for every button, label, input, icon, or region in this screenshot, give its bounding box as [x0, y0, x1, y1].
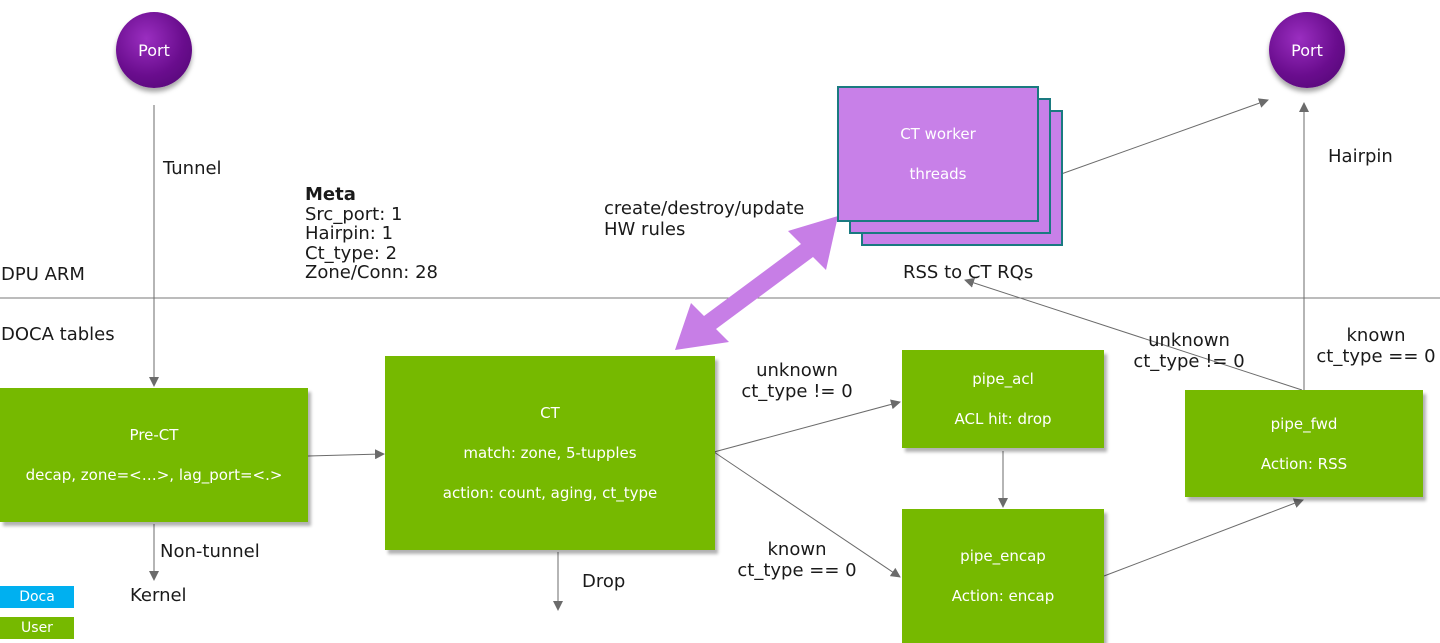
- pre-ct-title: Pre-CT: [129, 426, 179, 444]
- label-hw-rules-line2: HW rules: [604, 219, 686, 240]
- pipe-fwd-block: pipe_fwd Action: RSS: [1185, 390, 1423, 497]
- ct-worker-line2: threads: [909, 165, 967, 183]
- label-ct-to-encap: known ct_type == 0: [730, 539, 864, 581]
- label-non-tunnel: Non-tunnel: [160, 541, 260, 562]
- label-hairpin: Hairpin: [1328, 146, 1393, 167]
- meta-ct-type: Ct_type: 2: [305, 242, 398, 264]
- meta-block: Meta Src_port: 1 Hairpin: 1 Ct_type: 2 Z…: [305, 185, 438, 283]
- label-fwd-to-port-line2: ct_type == 0: [1316, 346, 1436, 367]
- pipe-encap-block: pipe_encap Action: encap: [902, 509, 1104, 643]
- label-rss-to-ct-rqs: RSS to CT RQs: [903, 262, 1034, 283]
- ct-title: CT: [540, 404, 560, 422]
- meta-title: Meta: [305, 184, 356, 205]
- label-fwd-to-port: known ct_type == 0: [1314, 325, 1438, 367]
- pipe-acl-title: pipe_acl: [972, 370, 1034, 388]
- ct-match-line: match: zone, 5-tupples: [463, 444, 637, 462]
- label-fwd-to-rss-line2: ct_type != 0: [1133, 351, 1245, 372]
- pipe-acl-block: pipe_acl ACL hit: drop: [902, 350, 1104, 448]
- label-fwd-to-rss: unknown ct_type != 0: [1122, 330, 1256, 372]
- arrow-workers-to-port: [1049, 98, 1269, 179]
- pre-ct-block: Pre-CT decap, zone=<…>, lag_port=<.>: [0, 388, 308, 522]
- label-fwd-to-port-line1: known: [1346, 325, 1406, 346]
- hw-rules-double-arrow: [675, 216, 838, 350]
- port-right-label: Port: [1291, 40, 1323, 60]
- arrow-ct-to-pipe-acl: [713, 399, 901, 453]
- arrow-encap-to-fwd: [1103, 498, 1304, 577]
- arrow-ct-to-pipe-encap: [713, 451, 901, 578]
- pipe-acl-line: ACL hit: drop: [954, 410, 1052, 428]
- label-ct-to-acl-line2: ct_type != 0: [741, 381, 853, 402]
- label-ct-to-acl: unknown ct_type != 0: [730, 360, 864, 402]
- port-left-label: Port: [138, 40, 170, 60]
- port-left: Port: [116, 12, 192, 88]
- ct-worker-line1: CT worker: [900, 125, 976, 143]
- label-ct-to-encap-line1: known: [767, 539, 827, 560]
- legend-doca: Doca: [0, 586, 74, 608]
- pipe-encap-line: Action: encap: [951, 587, 1055, 605]
- meta-src-port: Src_port: 1: [305, 203, 403, 225]
- label-tunnel: Tunnel: [163, 158, 222, 179]
- layer-label-doca-tables: DOCA tables: [1, 324, 115, 345]
- label-ct-to-acl-line1: unknown: [756, 360, 838, 381]
- label-ct-to-encap-line2: ct_type == 0: [737, 560, 857, 581]
- arrow-pre-ct-to-ct: [307, 449, 385, 460]
- pipe-encap-title: pipe_encap: [960, 547, 1046, 565]
- pipe-fwd-line: Action: RSS: [1260, 454, 1348, 473]
- meta-zone-conn: Zone/Conn: 28: [305, 262, 438, 283]
- label-kernel: Kernel: [130, 585, 187, 606]
- label-hw-rules-line1: create/destroy/update: [604, 198, 805, 219]
- legend-user: User: [0, 617, 74, 639]
- ct-block: CT match: zone, 5-tupples action: count,…: [385, 356, 715, 550]
- meta-hairpin: Hairpin: 1: [305, 223, 394, 244]
- pipe-fwd-title: pipe_fwd: [1270, 414, 1338, 433]
- ct-worker-threads-block: CT worker threads: [837, 86, 1039, 222]
- label-fwd-to-rss-line1: unknown: [1148, 330, 1230, 351]
- ct-action-line: action: count, aging, ct_type: [442, 484, 658, 502]
- port-right: Port: [1269, 12, 1345, 88]
- pre-ct-line: decap, zone=<…>, lag_port=<.>: [25, 466, 283, 484]
- layer-label-dpu-arm: DPU ARM: [1, 264, 85, 285]
- label-drop: Drop: [582, 571, 626, 592]
- arrow-fwd-to-rss: [964, 278, 1303, 391]
